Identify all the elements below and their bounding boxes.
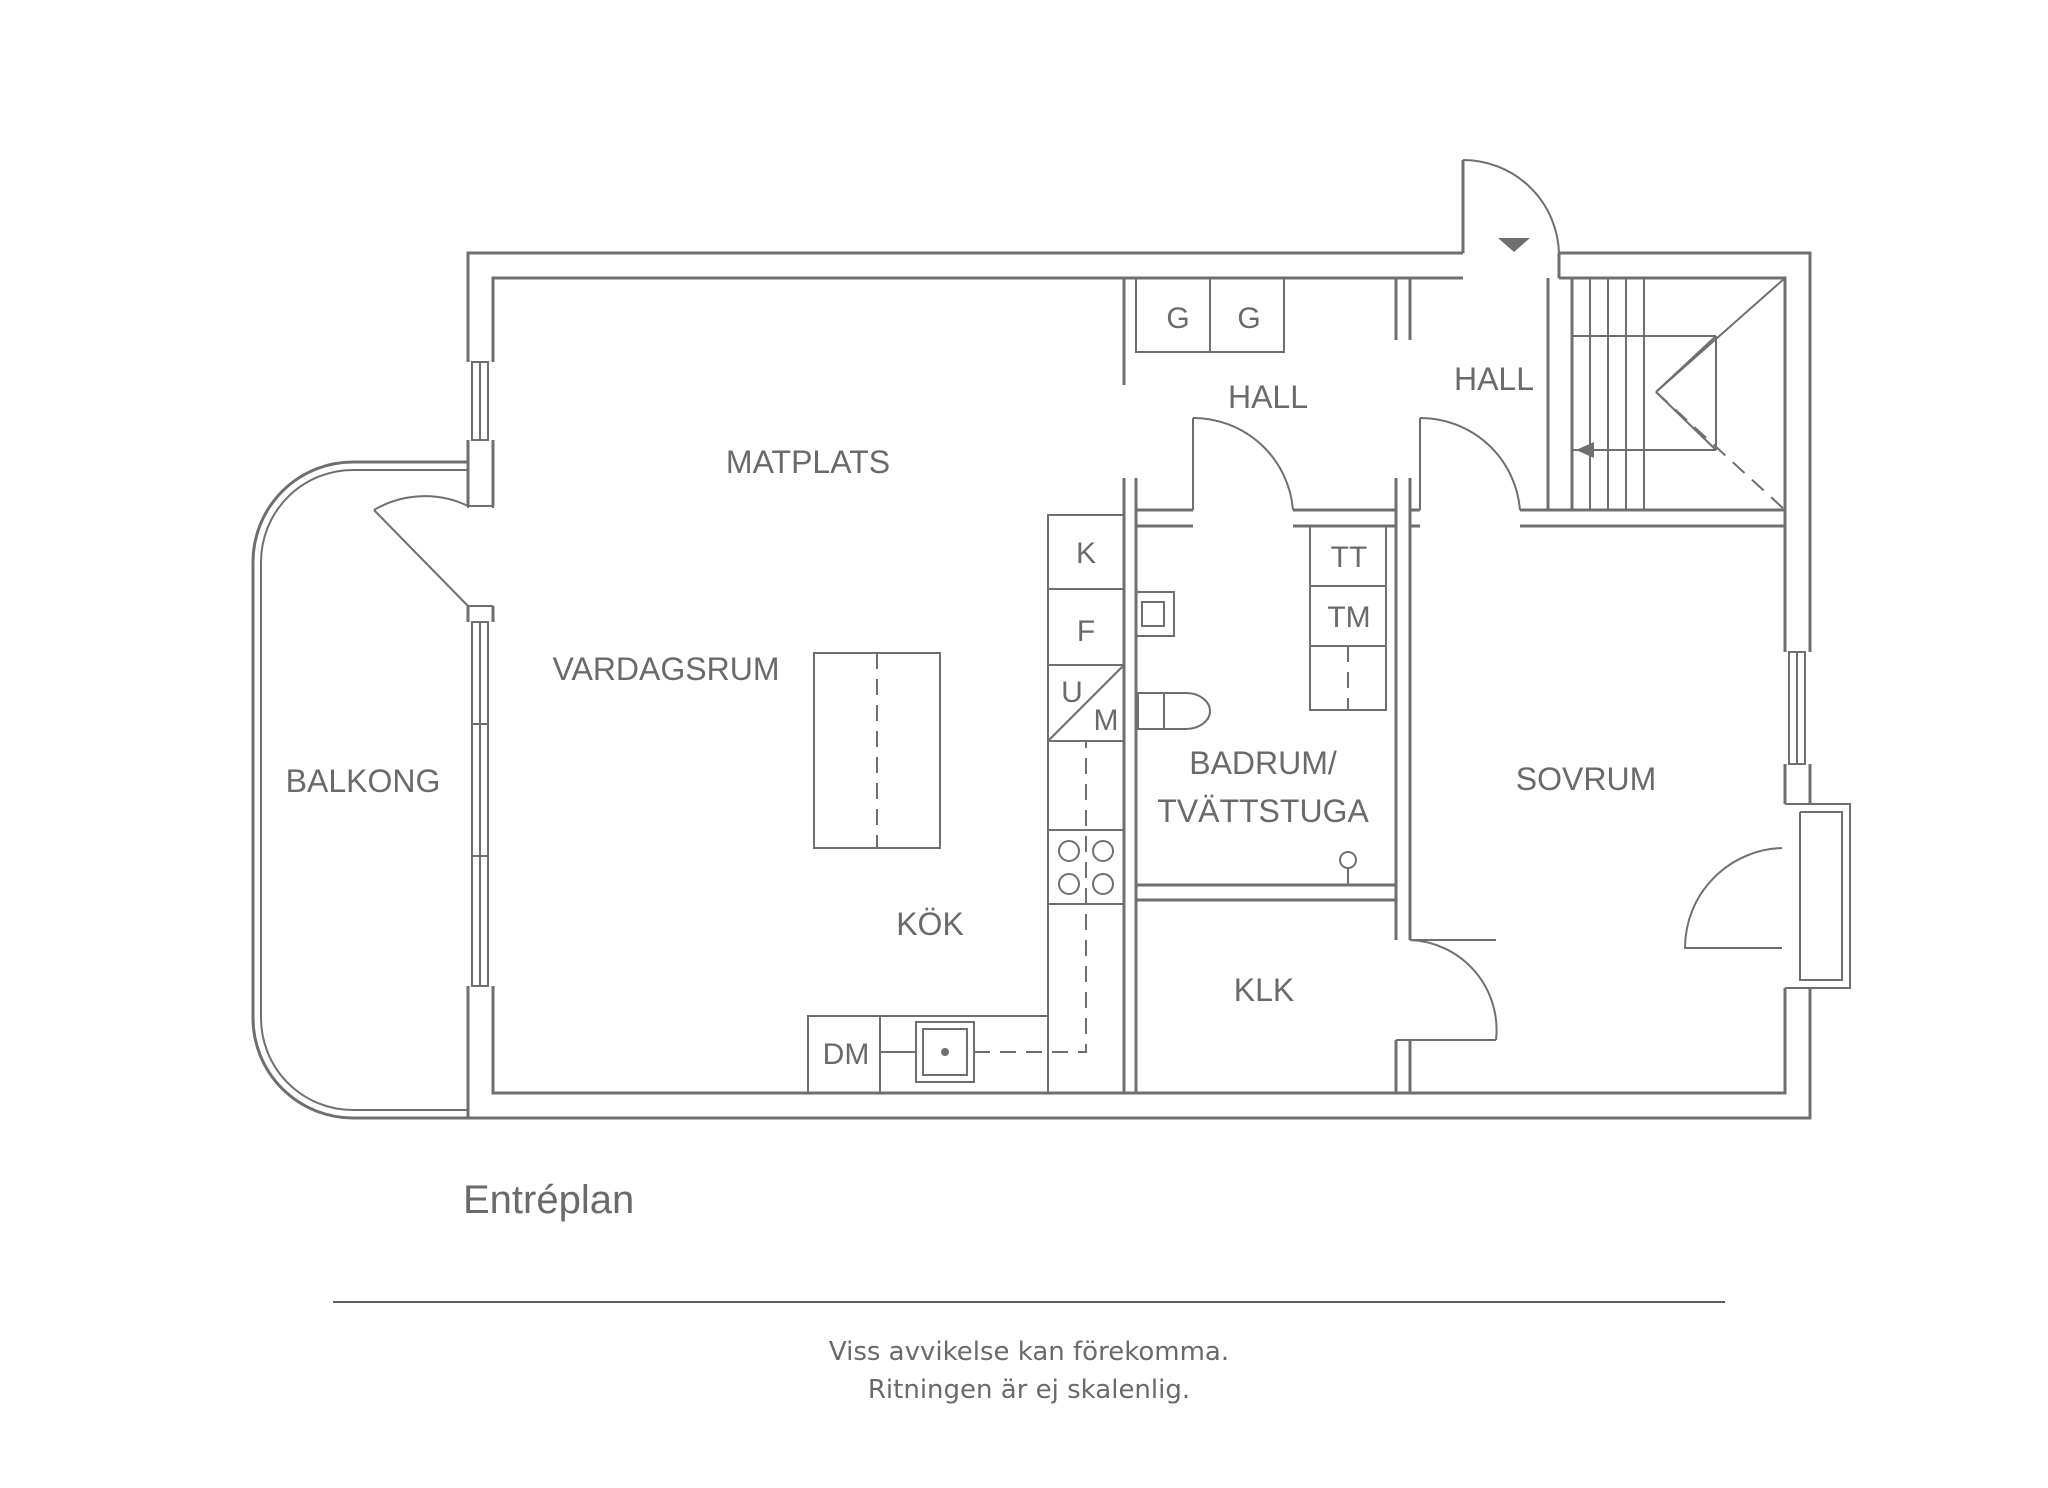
kitchen-fixtures — [807, 514, 1125, 1094]
stair-arrow-icon — [1576, 442, 1594, 458]
interior-walls — [1122, 277, 1785, 1093]
french-balcony — [1782, 803, 1851, 989]
wash-basin — [1135, 591, 1175, 637]
burner-icon — [1092, 840, 1114, 862]
disclaimer-line2: Ritningen är ej skalenlig. — [868, 1375, 1190, 1405]
bathroom-fixtures — [1135, 525, 1387, 885]
floor-caption: Entréplan — [463, 1178, 634, 1222]
label-dishwasher-dm: DM — [823, 1038, 870, 1071]
burner-icon — [1058, 873, 1080, 895]
balcony — [251, 460, 468, 1120]
disclaimer-line1: Viss avvikelse kan förekomma. — [829, 1337, 1229, 1367]
label-kok: KÖK — [896, 906, 964, 942]
toilet-tank — [1137, 692, 1165, 730]
burner-icon — [1058, 840, 1080, 862]
staircase — [1572, 277, 1786, 511]
floor-drain-icon — [1339, 851, 1357, 869]
label-oven-u: U — [1061, 676, 1083, 709]
sovrum-window — [1782, 651, 1812, 765]
entrance-door — [1462, 159, 1560, 254]
toilet-icon — [1164, 692, 1211, 730]
label-badrum-line2: TVÄTTSTUGA — [1157, 793, 1369, 829]
label-klk: KLK — [1234, 972, 1294, 1008]
label-hall-1: HALL — [1228, 379, 1308, 415]
label-freezer-f: F — [1077, 615, 1095, 648]
label-hall-2: HALL — [1454, 361, 1534, 397]
label-sovrum: SOVRUM — [1516, 761, 1656, 797]
label-vardagsrum: VARDAGSRUM — [553, 651, 780, 687]
entrance-arrow-icon — [1498, 238, 1530, 252]
west-wall-openings — [466, 361, 496, 987]
balcony-door — [373, 495, 469, 607]
interior-doors — [1192, 416, 1786, 1041]
label-washer-tm: TM — [1327, 601, 1370, 634]
label-fridge-k: K — [1076, 537, 1096, 570]
label-matplats: MATPLATS — [726, 444, 890, 480]
label-dryer-tt: TT — [1331, 541, 1368, 574]
label-microwave-m: M — [1094, 704, 1119, 737]
label-badrum-line1: BADRUM/ — [1189, 745, 1337, 781]
label-closet-g2: G — [1237, 302, 1260, 335]
label-balkong: BALKONG — [286, 763, 441, 799]
burner-icon — [1092, 873, 1114, 895]
label-closet-g1: G — [1166, 302, 1189, 335]
